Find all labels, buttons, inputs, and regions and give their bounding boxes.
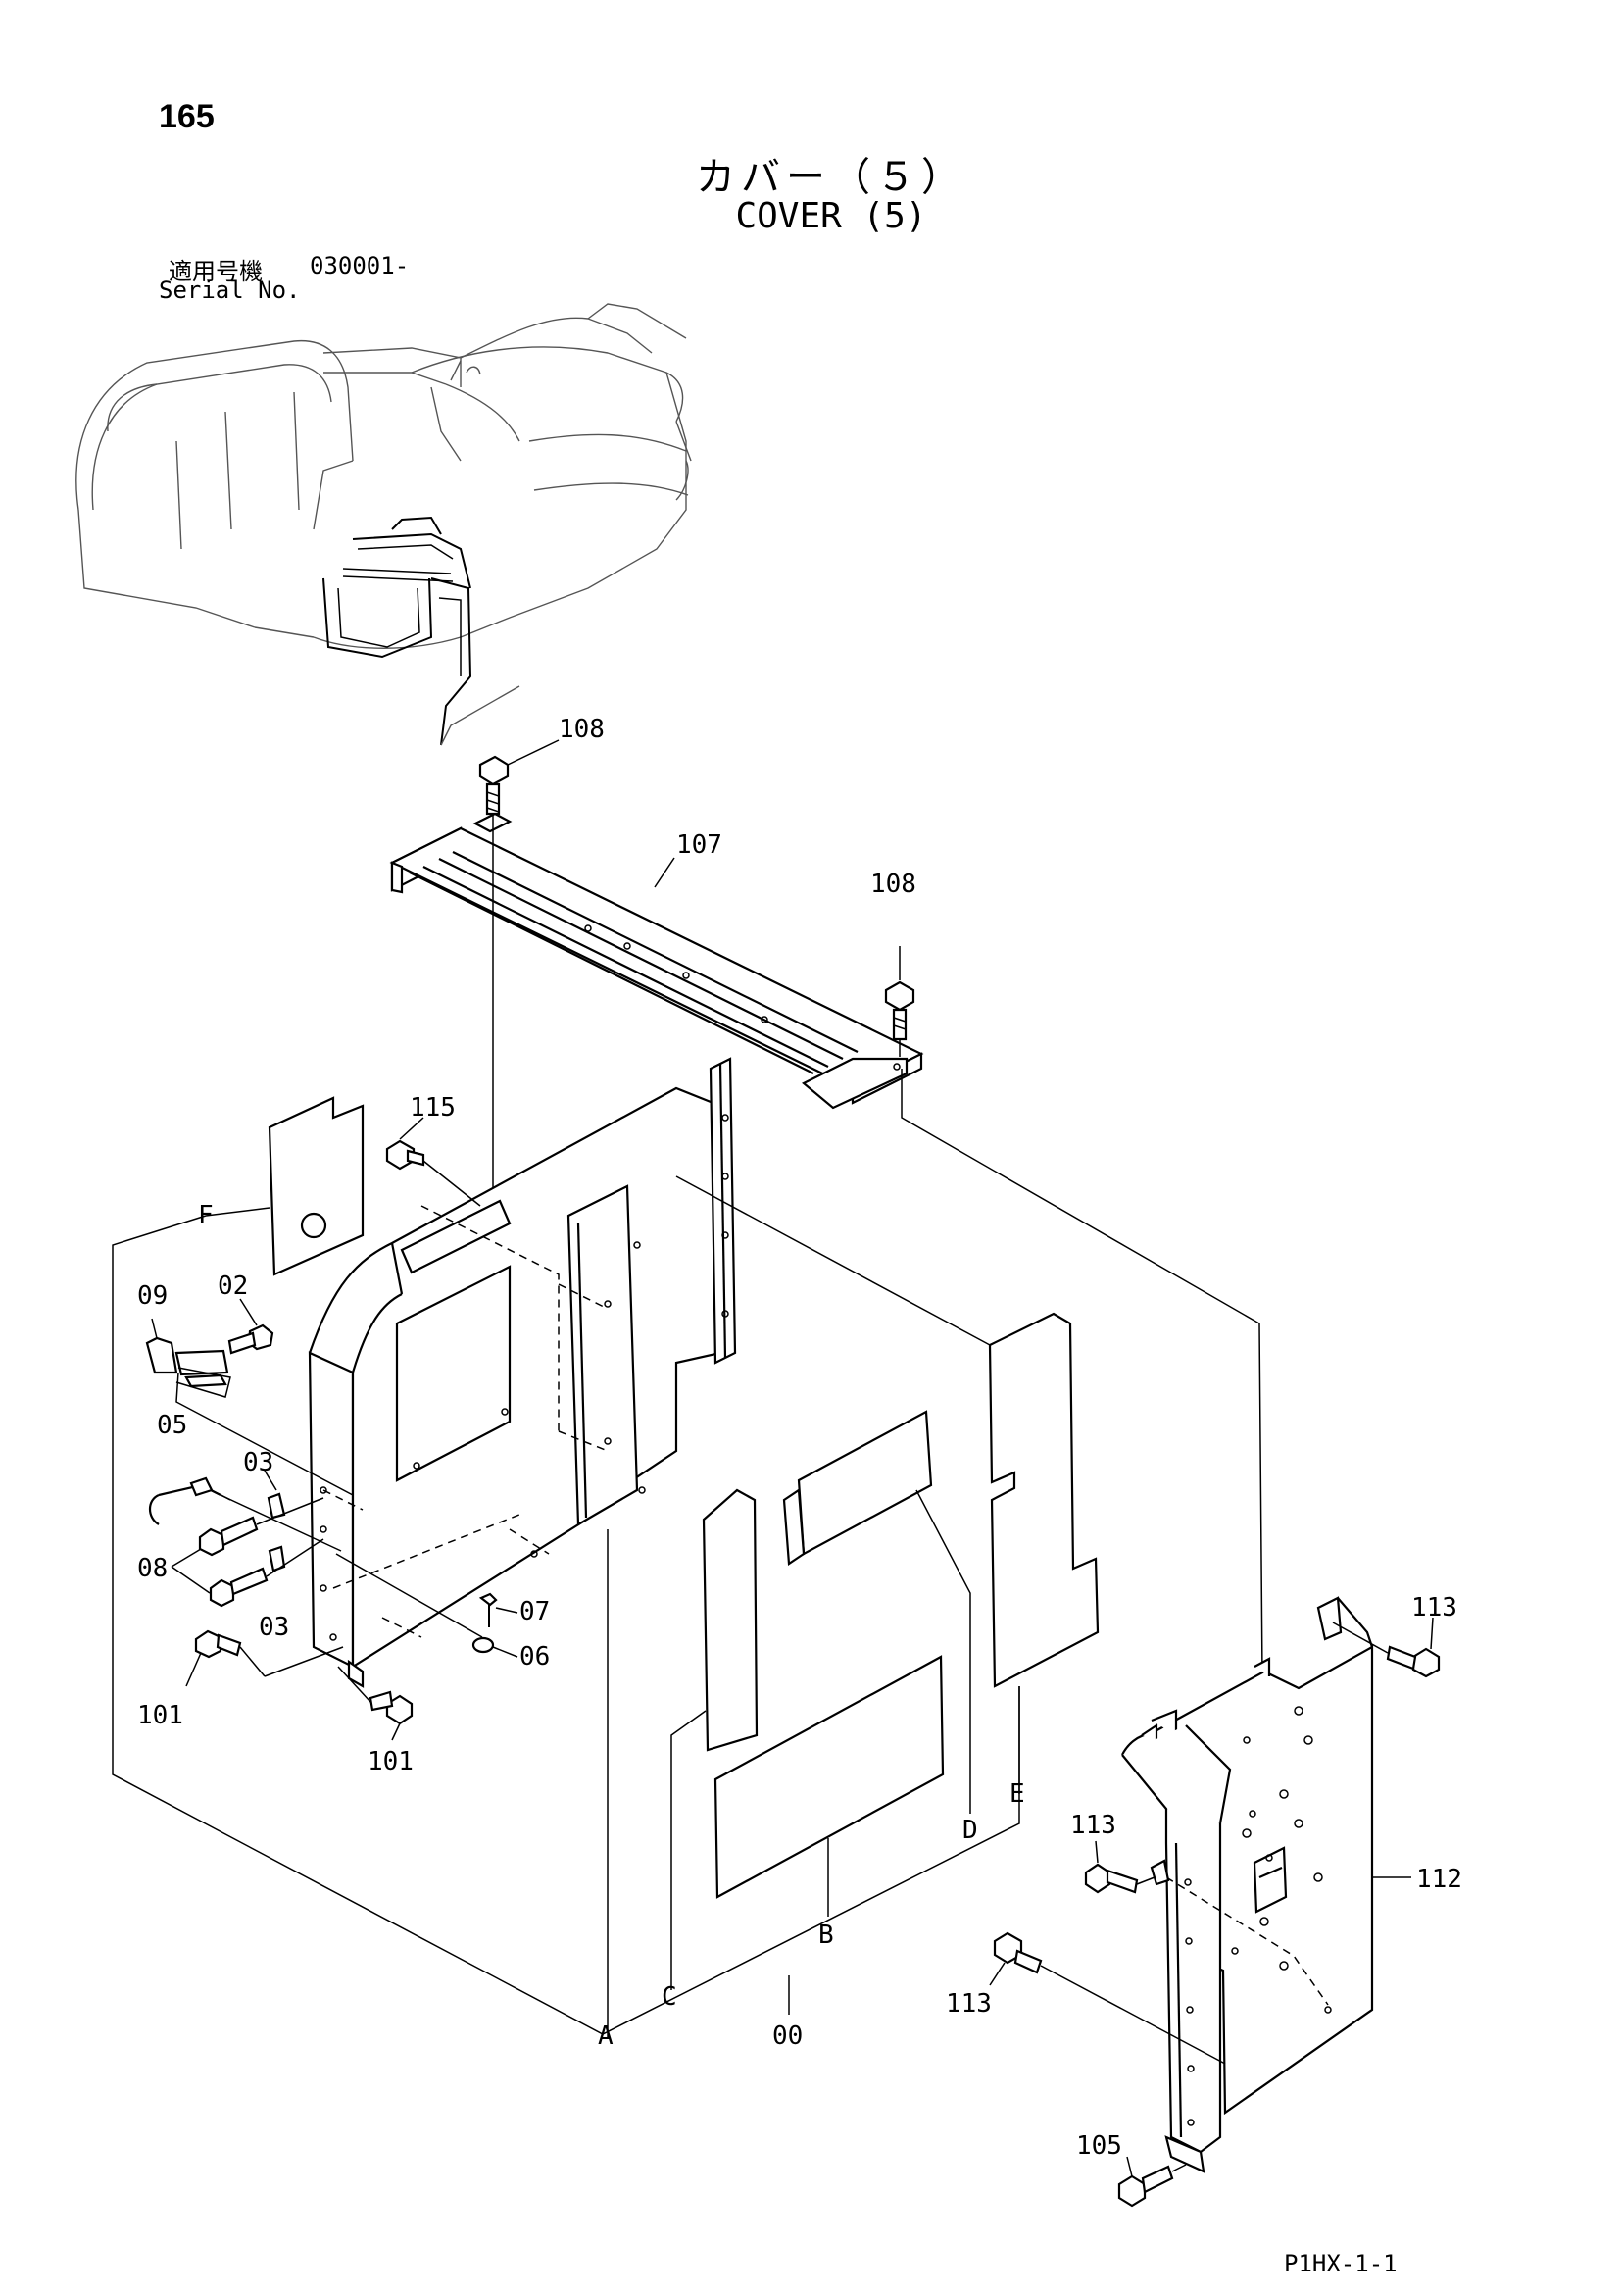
bolt-101-left [185,1629,344,1687]
screw-07 [478,1592,518,1627]
bolt-113-top-right [1332,1617,1441,1678]
callout-09: 09 [137,1281,168,1311]
serial-label-english: Serial No. [159,276,301,304]
bolt-08-upper [198,1497,324,1557]
bolt-108-upper-left [478,739,560,816]
machine-overview-illustration [75,303,692,746]
dashed-path-d [509,1528,550,1555]
callout-115: 115 [410,1093,456,1123]
assembly-line-E [675,1175,991,1346]
callout-03-lower: 03 [259,1613,289,1642]
callout-113-middle: 113 [1070,1811,1116,1840]
callout-107: 107 [676,830,722,860]
page-title-english: COVER (5) [735,196,927,236]
clip-03-upper [264,1470,286,1520]
callout-07: 07 [519,1597,550,1626]
bolt-105 [1117,2156,1187,2208]
dashed-path-a [420,1205,560,1431]
drawing-code: P1HX-1-1 [1284,2250,1398,2277]
pad-F [268,1096,365,1276]
bolt-108-right [884,946,915,1057]
dashed-path-b [558,1283,609,1310]
callout-A: A [598,2021,614,2051]
callout-B: B [818,1921,834,1950]
pad-C [702,1488,759,1752]
callout-D: D [962,1816,978,1845]
bolt-08-lower [209,1538,324,1608]
callout-105: 105 [1076,2131,1122,2161]
callout-108-upper: 108 [559,715,605,744]
callout-F: F [198,1201,214,1230]
part-112-side-cover [1121,1596,1374,2173]
bolt-113-middle [1084,1840,1156,1894]
bolt-02 [227,1298,274,1355]
group-bracket-F [112,1215,1020,2035]
leader-107 [654,857,675,888]
callout-00: 00 [772,2021,803,2051]
callout-05: 05 [157,1411,187,1440]
bracket-09 [145,1318,231,1398]
pad-B [713,1655,945,1899]
callout-C: C [662,1982,677,2012]
page-title-japanese: カバー（５） [696,155,966,200]
serial-number-value: 030001- [310,252,410,279]
assembly-line-112 [901,1069,1263,1677]
dashed-path-c [558,1430,609,1452]
bolt-115 [385,1117,481,1207]
callout-101-left: 101 [137,1701,183,1730]
callout-02: 02 [218,1272,248,1301]
leader-09-line [175,1372,354,1496]
dashed-path-e [322,1489,364,1511]
callout-101-right: 101 [368,1747,414,1776]
page-number: 165 [159,98,215,135]
dashed-path-f [332,1514,520,1589]
bolt-101-right [337,1666,414,1741]
callout-112: 112 [1416,1865,1462,1894]
leader-08-b [171,1566,211,1594]
part-107-upper-frame [389,812,924,1110]
leader-08-a [171,1548,202,1568]
callout-113-top: 113 [1411,1593,1457,1622]
leader-C [670,1710,707,1990]
callout-06: 06 [519,1642,550,1672]
leader-D [915,1489,971,1814]
leader-F [205,1207,270,1217]
clip-03-lower [268,1545,286,1572]
callout-03-upper: 03 [243,1448,273,1477]
callout-113-lower: 113 [946,1989,992,2019]
serial-label-japanese: 適用号機 [169,258,263,285]
pad-D [782,1410,933,1566]
dashed-path-g [381,1617,422,1638]
callout-108-right: 108 [870,870,916,899]
pad-E [988,1312,1100,1688]
washer-06 [335,1553,518,1658]
bolt-113-lower [989,1931,1226,2065]
callout-E: E [1009,1779,1025,1809]
callout-08: 08 [137,1554,168,1583]
main-bulkhead-panel [308,1057,737,1688]
